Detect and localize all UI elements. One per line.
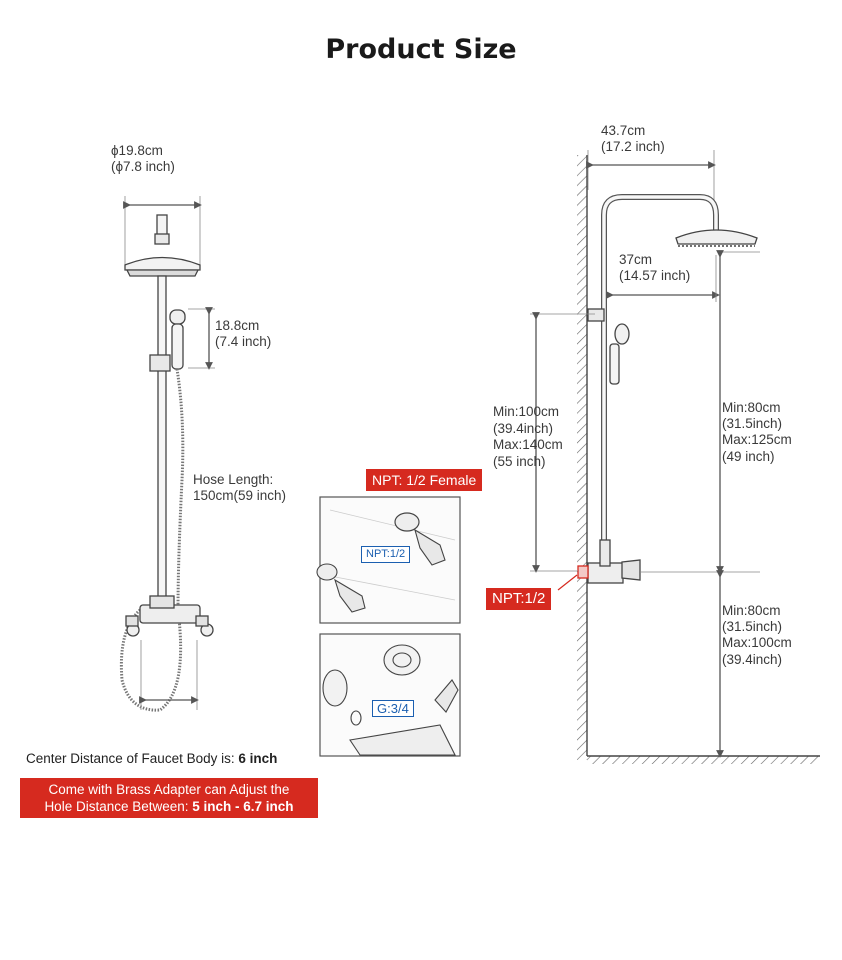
right-shower-side-view xyxy=(530,150,820,764)
head-diameter-in: (ϕ7.8 inch) xyxy=(111,159,175,174)
hose-length-value: 150cm(59 inch) xyxy=(193,488,287,503)
arm-total-cm: 43.7cm xyxy=(601,123,646,138)
upper-min-in: (31.5inch) xyxy=(722,416,783,431)
lower-min-in: (31.5inch) xyxy=(722,619,783,634)
inset-g34 xyxy=(319,633,461,757)
hose-length-label: Hose Length: xyxy=(193,472,274,487)
adapter-line-2-prefix: Hole Distance Between: xyxy=(44,799,193,814)
handheld-length-cm: 18.8cm xyxy=(215,318,260,333)
upper-max-cm: Max:125cm xyxy=(722,432,792,447)
brass-adapter-note: Come with Brass Adapter can Adjust the H… xyxy=(20,778,318,818)
adapter-line-2: Hole Distance Between: 5 inch - 6.7 inch xyxy=(20,798,318,815)
handheld-length-in: (7.4 inch) xyxy=(215,334,272,349)
head-diameter-cm: ϕ19.8cm xyxy=(111,143,163,158)
slide-max-in: (55 inch) xyxy=(493,454,546,469)
slide-min-in: (39.4inch) xyxy=(493,421,554,436)
npt-female-tag: NPT: 1/2 Female xyxy=(366,469,483,491)
lower-max-cm: Max:100cm xyxy=(722,635,792,650)
left-shower-front-view xyxy=(119,196,215,712)
slide-max-cm: Max:140cm xyxy=(493,437,563,452)
arm-reach-cm: 37cm xyxy=(619,252,653,267)
arm-reach-in: (14.57 inch) xyxy=(619,268,691,283)
adapter-range: 5 inch - 6.7 inch xyxy=(192,799,294,814)
center-distance-value: 6 inch xyxy=(238,751,278,766)
npt-small-tag: NPT:1/2 xyxy=(361,546,411,563)
adapter-line-1: Come with Brass Adapter can Adjust the xyxy=(48,782,290,797)
arm-total-in: (17.2 inch) xyxy=(601,139,665,154)
center-distance-prefix: Center Distance of Faucet Body is: xyxy=(26,751,239,766)
slide-min-cm: Min:100cm xyxy=(493,404,560,419)
page-title: Product Size xyxy=(325,34,517,65)
lower-max-in: (39.4inch) xyxy=(722,652,783,667)
upper-max-in: (49 inch) xyxy=(722,449,775,464)
npt-inlet-tag: NPT:1/2 xyxy=(486,588,552,610)
center-distance-note: Center Distance of Faucet Body is: 6 inc… xyxy=(26,751,277,766)
g34-tag: G:3/4 xyxy=(372,700,414,717)
upper-min-cm: Min:80cm xyxy=(722,400,781,415)
lower-min-cm: Min:80cm xyxy=(722,603,781,618)
